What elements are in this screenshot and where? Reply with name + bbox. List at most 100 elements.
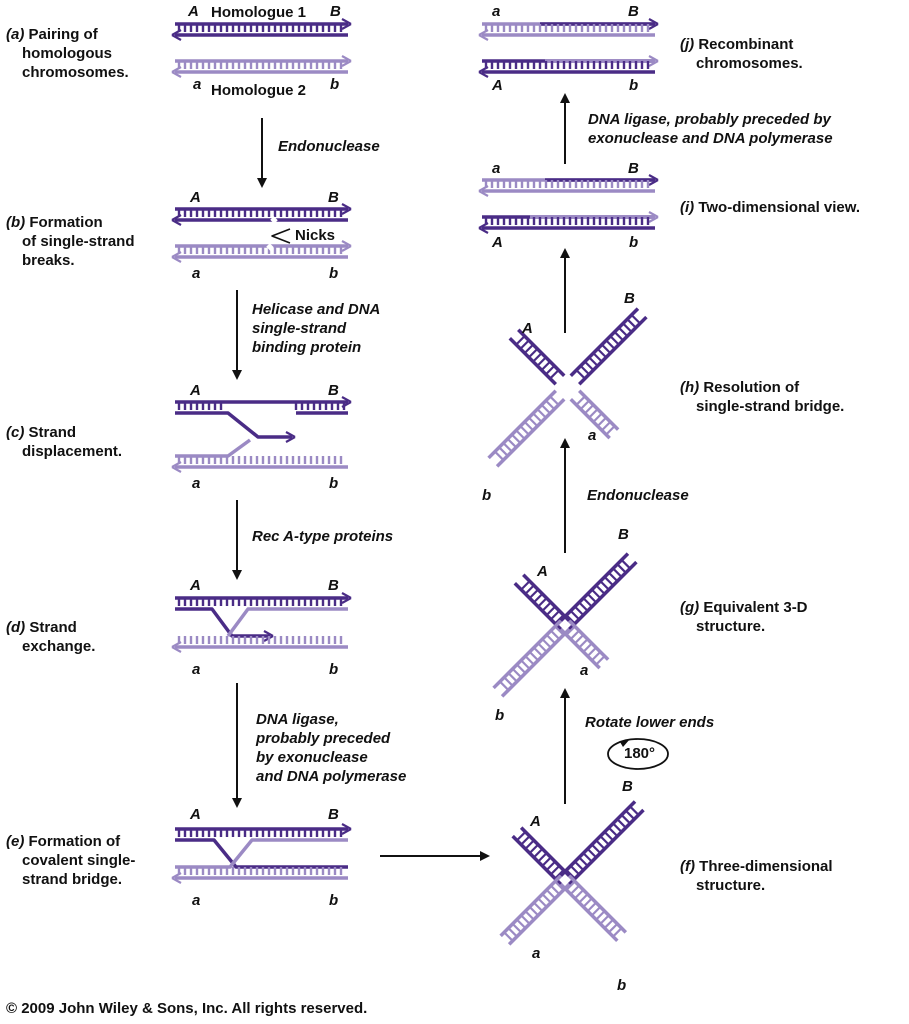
- arm-h-A: [508, 328, 566, 386]
- arm-g-B: [559, 552, 638, 631]
- end-b-upper-j: B: [628, 3, 639, 20]
- end-b-lower-a: b: [330, 76, 340, 93]
- nicks-label: Nicks: [295, 227, 336, 244]
- arm-h-B-rungs: [575, 314, 641, 380]
- duplex-a-homologue-1-bottom-head: [171, 29, 182, 41]
- ticks-e-top: [177, 829, 343, 837]
- strand-j-1-head: [648, 18, 659, 30]
- arm-g-b: [492, 619, 571, 698]
- arrow-label-ligase-2: DNA ligase, probably preceded by exonucl…: [588, 111, 833, 147]
- arm-g-B-rail-1: [568, 560, 638, 631]
- end-a-i: a: [492, 160, 501, 177]
- rotation-degrees: 180°: [624, 745, 656, 762]
- strand-i-1c-head: [478, 185, 489, 197]
- end-a-upper-c: A: [190, 382, 201, 399]
- end-a-upper-f: A: [530, 813, 541, 830]
- arm-f-a-rungs: [503, 880, 565, 942]
- strand-e-bridge-2: [175, 838, 348, 869]
- end-a-lower-c: a: [192, 475, 201, 492]
- strand-j-1c-head: [478, 29, 489, 41]
- arm-h-A-rungs: [515, 335, 560, 380]
- end-a-h: a: [588, 427, 597, 444]
- nick-2: [266, 243, 274, 251]
- strand-j-2c-head: [478, 66, 489, 78]
- arrow-label-ligase-1: DNA ligase, probably preceded by exonucl…: [256, 711, 407, 785]
- arm-f-b: [559, 874, 628, 943]
- step-d-label: (d) Strand exchange.: [6, 619, 96, 655]
- arm-f-a-rail-2: [507, 883, 571, 946]
- arm-g-b-rail-1: [492, 619, 562, 690]
- end-a-upper-e: A: [190, 806, 201, 823]
- duplex-b-lower-top-head: [341, 240, 352, 252]
- end-a-upper-i: A: [492, 234, 503, 251]
- strand-c-lower-top: [175, 438, 252, 458]
- duplex-a-homologue-2-ticks: [177, 61, 343, 69]
- arrow-label-rotate: Rotate lower ends: [585, 714, 715, 731]
- arm-f-B-rail-2: [559, 800, 637, 877]
- arrow-label-helicase: Helicase and DNA single-strand binding p…: [252, 301, 381, 356]
- arm-g-a-rungs: [565, 625, 606, 666]
- homologue-2-label: Homologue 2: [211, 82, 307, 99]
- strand-i-1-head: [648, 174, 659, 186]
- strand-d-top-head: [341, 592, 352, 604]
- end-b-upper-h: B: [624, 290, 635, 307]
- end-b-upper-d: B: [328, 577, 339, 594]
- end-a-lower-e: a: [192, 892, 201, 909]
- duplex-b-upper-top-head: [341, 203, 352, 215]
- strand-e-top-head: [341, 823, 352, 835]
- end-b-lower-c: b: [329, 475, 339, 492]
- step-b-label: (b) Formation of single-strand breaks.: [6, 214, 135, 269]
- step-a-label: (a) Pairing of homologous chromosomes.: [6, 26, 129, 81]
- ticks-e-bottom: [177, 867, 343, 875]
- ticks-j-1: [484, 24, 650, 32]
- duplex-a-homologue-2-bottom-head: [171, 66, 182, 78]
- duplex-a-homologue-1-ticks: [177, 24, 343, 32]
- arm-f-B-rail-1: [568, 808, 645, 886]
- strand-d-cross-2: [226, 607, 348, 638]
- strand-i-2-head: [648, 211, 659, 223]
- ticks-i-1: [484, 180, 650, 188]
- end-b-lower-e: b: [329, 892, 339, 909]
- arm-g-B-rail-2: [559, 552, 630, 622]
- arm-g-b-rail-2: [500, 628, 571, 698]
- end-a-upper-h: A: [522, 320, 533, 337]
- arm-h-B: [569, 307, 648, 386]
- step-f-label: (f) Three-dimensional structure.: [680, 858, 833, 894]
- arm-h-a-rail-1: [569, 398, 611, 440]
- ticks-c-top-left: [177, 402, 223, 410]
- arm-h-a-rail-2: [578, 389, 620, 431]
- ticks-d-top: [177, 598, 343, 606]
- ticks-j-2: [484, 61, 650, 69]
- end-a-f: a: [532, 945, 541, 962]
- arm-h-b: [487, 389, 566, 468]
- end-b-h: b: [482, 487, 492, 504]
- end-a-upper-j: A: [492, 77, 503, 94]
- arm-f-A-rungs: [516, 831, 565, 880]
- end-b-upper-b: B: [328, 189, 339, 206]
- duplex-b-lower-bottom-head: [171, 251, 182, 263]
- arm-h-a-rungs: [575, 395, 616, 436]
- ticks-c-lower: [177, 456, 343, 464]
- ticks-c-top-right: [294, 402, 346, 410]
- duplex-b-lower-ticks: [177, 246, 343, 254]
- ticks-d-bottom: [177, 636, 343, 644]
- arm-f-b-rungs: [565, 880, 623, 938]
- arm-g-b-rungs: [499, 625, 565, 691]
- arm-g-a: [559, 619, 610, 670]
- dna-strands: [171, 18, 659, 946]
- end-b-upper-g: B: [618, 526, 629, 543]
- arm-g-A-rungs: [520, 580, 565, 625]
- nick-1: [270, 216, 278, 224]
- arm-g-a-rail-2: [568, 619, 610, 661]
- step-j-label: (j) Recombinant chromosomes.: [680, 36, 803, 72]
- end-b-upper-a: B: [330, 3, 341, 20]
- arm-f-B: [559, 800, 645, 886]
- end-b-upper-i: B: [628, 160, 639, 177]
- end-a-g: a: [580, 662, 589, 679]
- rotation-ellipse: [607, 738, 669, 770]
- homologue-1-label: Homologue 1: [211, 4, 307, 21]
- arrow-label-reca: Rec A-type proteins: [252, 528, 394, 545]
- step-c-label: (c) Strand displacement.: [6, 424, 123, 460]
- step-h-label: (h) Resolution of single-strand bridge.: [680, 379, 845, 415]
